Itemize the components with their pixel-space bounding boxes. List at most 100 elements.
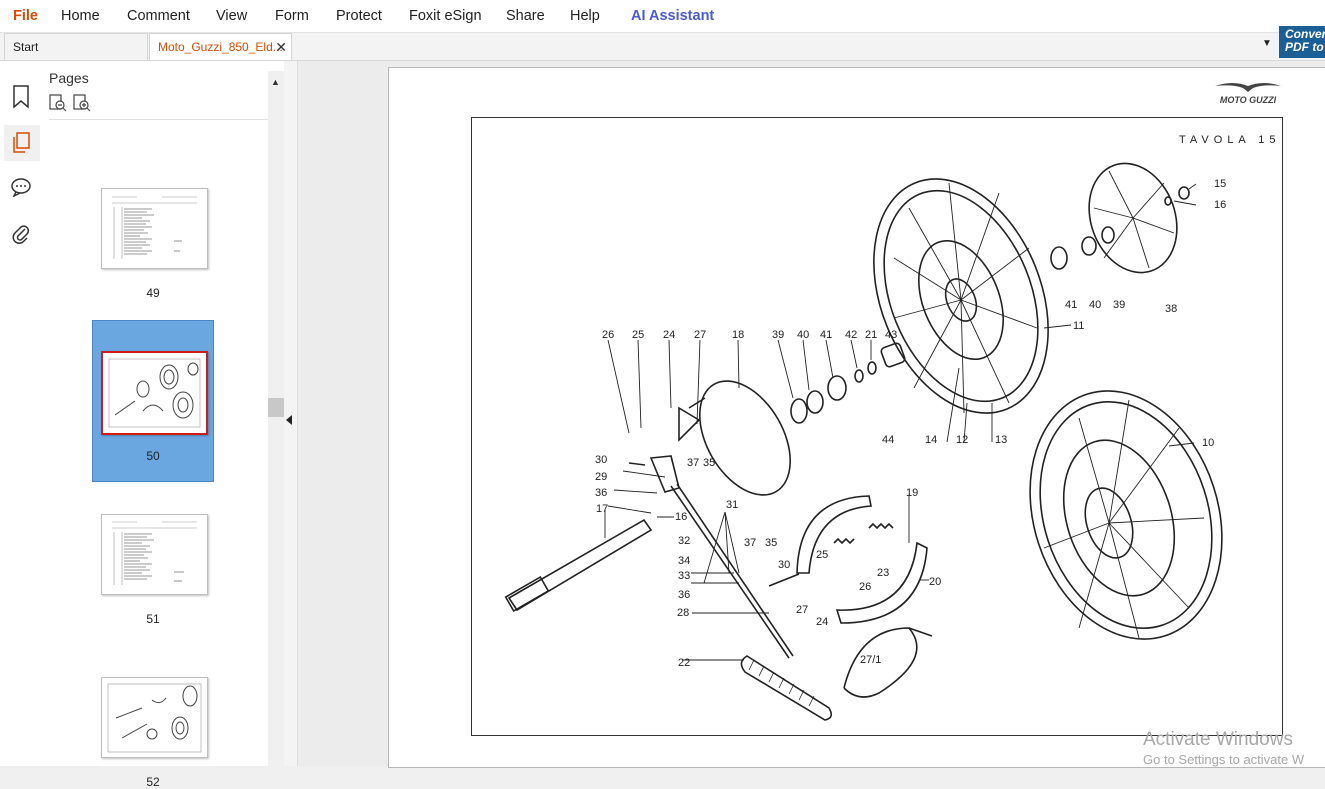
pdf-page: MOTO GUZZI TAVOLA 15 — [388, 67, 1325, 768]
activate-windows-watermark: Activate Windows — [1143, 729, 1293, 750]
part-number-label: 28 — [677, 607, 689, 619]
close-icon[interactable]: ✕ — [275, 39, 287, 55]
convert-label-line2: PDF to — [1285, 40, 1324, 54]
part-number-label: 17 — [596, 503, 608, 515]
page-thumbnail-51[interactable] — [101, 514, 208, 595]
pages-panel: Pages 49 — [40, 61, 284, 789]
page-thumbnail-49[interactable] — [101, 188, 208, 269]
part-number-label: 21 — [865, 329, 877, 341]
part-number-label: 12 — [956, 434, 968, 446]
activate-windows-subtext: Go to Settings to activate W — [1143, 752, 1305, 767]
part-number-label: 35 — [765, 537, 777, 549]
menu-ai-assistant[interactable]: AI Assistant — [631, 8, 715, 24]
convert-pdf-button[interactable]: Conver PDF to — [1279, 26, 1325, 58]
drawing-page-preview — [108, 358, 201, 428]
part-number-label: 35 — [703, 457, 715, 469]
zoom-out-thumbnails-icon[interactable] — [49, 94, 67, 117]
drawing-page-preview — [107, 683, 202, 753]
part-number-label: 24 — [816, 616, 828, 628]
convert-label-line1: Conver — [1285, 27, 1325, 41]
part-number-label: 16 — [1214, 199, 1226, 211]
plate-title: TAVOLA 15 — [1179, 134, 1281, 146]
part-number-label: 26 — [602, 329, 614, 341]
part-number-label: 13 — [995, 434, 1007, 446]
part-number-label: 36 — [678, 589, 690, 601]
thumbnail-scrollbar[interactable]: ▲ — [268, 71, 284, 766]
scroll-up-chevron-icon[interactable]: ▲ — [271, 77, 280, 87]
zoom-in-thumbnails-icon[interactable] — [73, 94, 91, 117]
part-number-label: 38 — [1165, 303, 1177, 315]
part-number-label: 39 — [1113, 299, 1125, 311]
tab-start[interactable]: Start — [4, 33, 148, 60]
part-number-label: 34 — [678, 555, 690, 567]
menu-file[interactable]: File — [13, 8, 38, 24]
panel-splitter[interactable] — [284, 61, 298, 766]
page-thumbnail-52[interactable] — [101, 677, 208, 758]
part-number-label: 30 — [778, 559, 790, 571]
attachment-icon[interactable] — [6, 216, 36, 252]
part-number-label: 42 — [845, 329, 857, 341]
menu-foxit-esign[interactable]: Foxit eSign — [409, 8, 482, 24]
tab-overflow-chevron-down-icon[interactable]: ▼ — [1262, 38, 1272, 49]
scrollbar-thumb[interactable] — [268, 398, 284, 417]
part-number-label: 20 — [929, 576, 941, 588]
part-number-label: 19 — [906, 487, 918, 499]
page-thumbnail-50[interactable] — [101, 351, 208, 435]
part-number-label: 30 — [595, 454, 607, 466]
navigation-icon-bar — [0, 61, 41, 766]
part-number-label: 31 — [726, 499, 738, 511]
part-number-label: 22 — [678, 657, 690, 669]
menu-view[interactable]: View — [216, 8, 248, 24]
menu-share[interactable]: Share — [506, 8, 545, 24]
menu-home[interactable]: Home — [61, 8, 100, 24]
moto-guzzi-logo: MOTO GUZZI — [1215, 83, 1281, 105]
part-number-label: 40 — [1089, 299, 1101, 311]
collapse-panel-arrow-icon[interactable] — [286, 415, 292, 425]
page-number-50: 50 — [146, 449, 160, 463]
part-number-label: 40 — [797, 329, 809, 341]
part-number-label: 33 — [678, 570, 690, 582]
part-number-label: 43 — [885, 329, 897, 341]
menu-comment[interactable]: Comment — [127, 8, 190, 24]
part-number-label: 24 — [663, 329, 675, 341]
part-number-label: 27 — [694, 329, 706, 341]
part-number-label: 41 — [820, 329, 832, 341]
menu-protect[interactable]: Protect — [336, 8, 382, 24]
part-number-label: 37 — [687, 457, 699, 469]
part-number-label: 44 — [882, 434, 894, 446]
drawing-frame — [471, 117, 1283, 736]
tab-document[interactable]: Moto_Guzzi_850_Eld... ✕ — [149, 33, 292, 60]
table-page-preview — [112, 196, 197, 259]
part-number-label: 25 — [632, 329, 644, 341]
tab-document-label: Moto_Guzzi_850_Eld... — [158, 40, 283, 54]
comment-icon[interactable] — [6, 169, 36, 205]
part-number-label: 27/1 — [860, 654, 881, 666]
part-number-label: 15 — [1214, 178, 1226, 190]
menu-form[interactable]: Form — [275, 8, 309, 24]
logo-text: MOTO GUZZI — [1220, 95, 1277, 105]
part-number-label: 41 — [1065, 299, 1077, 311]
table-page-preview — [112, 521, 197, 585]
part-number-label: 29 — [595, 471, 607, 483]
part-number-label: 39 — [772, 329, 784, 341]
part-number-label: 36 — [595, 487, 607, 499]
page-number-52: 52 — [146, 775, 160, 789]
part-number-label: 23 — [877, 567, 889, 579]
part-number-label: 37 — [744, 537, 756, 549]
tab-start-label: Start — [13, 40, 39, 54]
part-number-label: 32 — [678, 535, 690, 547]
divider — [49, 119, 276, 120]
part-number-label: 25 — [816, 549, 828, 561]
pages-toolbar — [49, 94, 91, 117]
document-viewport[interactable]: MOTO GUZZI TAVOLA 15 — [298, 61, 1325, 768]
part-number-label: 10 — [1202, 437, 1214, 449]
menu-help[interactable]: Help — [570, 8, 600, 24]
part-number-label: 16 — [675, 511, 687, 523]
page-number-49: 49 — [146, 286, 160, 300]
part-number-label: 26 — [859, 581, 871, 593]
pages-icon[interactable] — [4, 125, 40, 161]
tab-strip: Start Moto_Guzzi_850_Eld... ✕ ▼ — [0, 33, 1325, 61]
part-number-label: 11 — [1073, 320, 1084, 332]
bookmark-icon[interactable] — [6, 79, 36, 115]
exploded-parts-diagram: 2625242718394041422143302936173735163132… — [504, 162, 1226, 721]
